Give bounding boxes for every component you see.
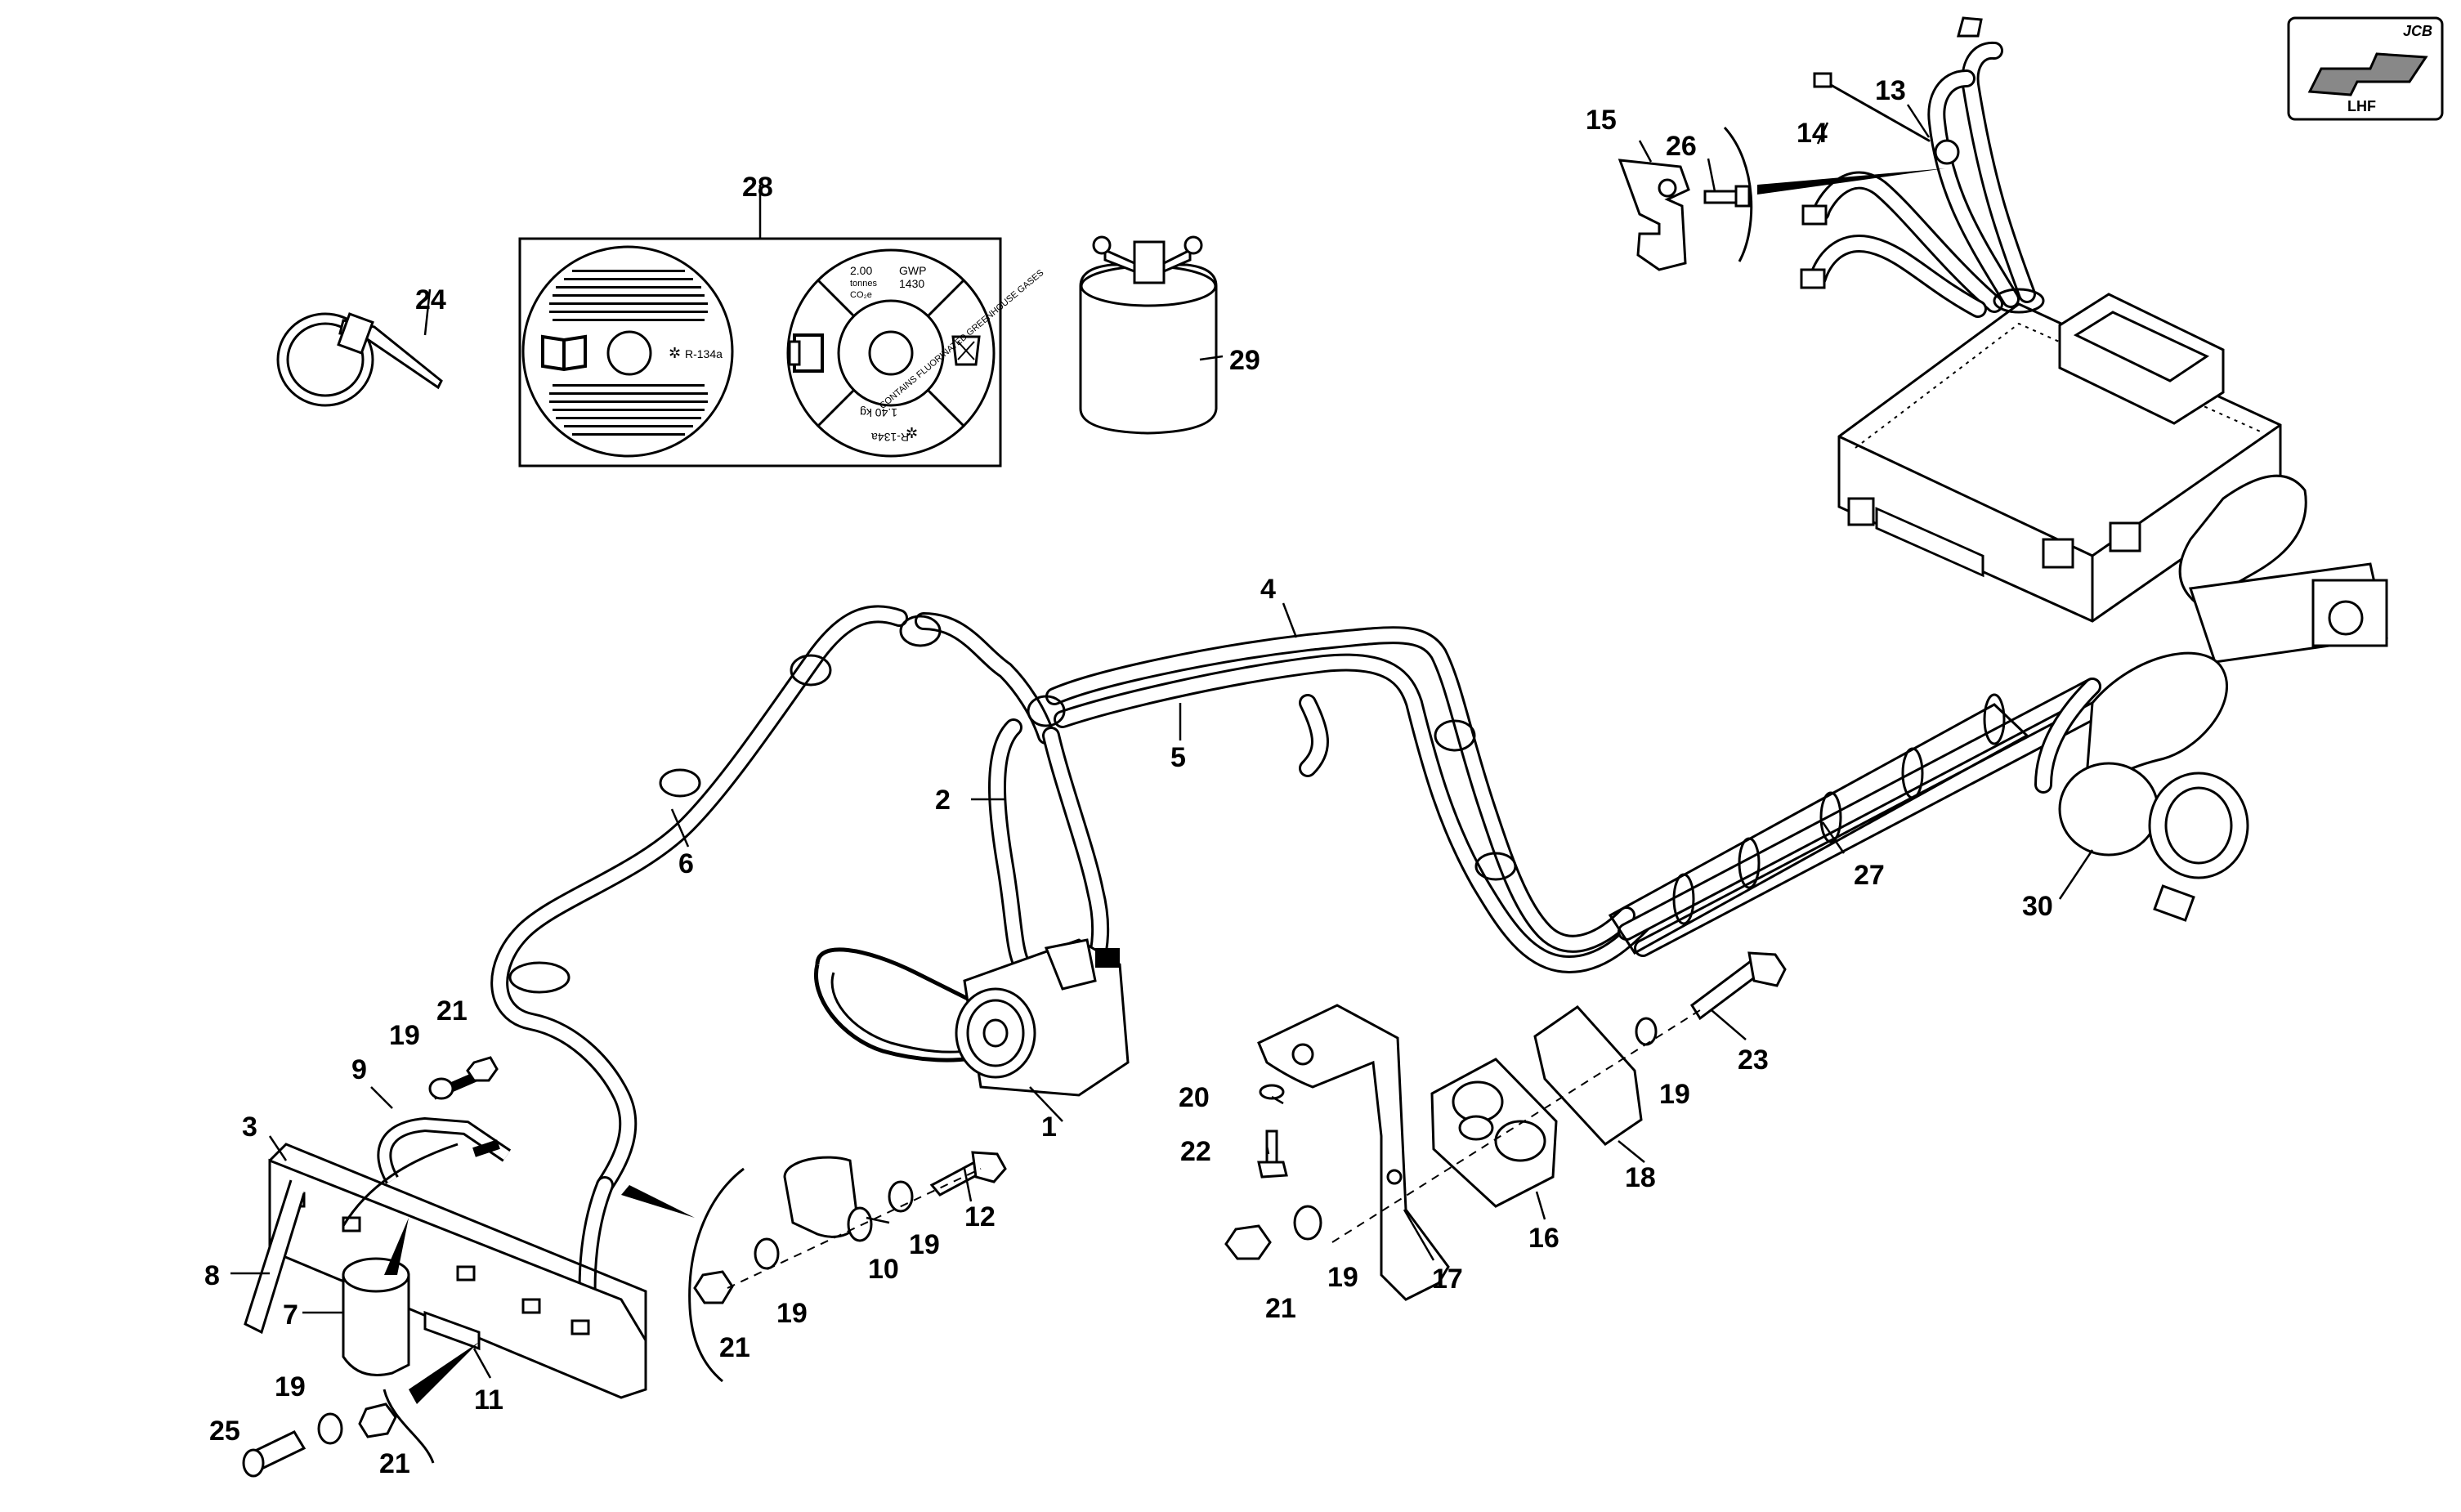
callout-20: 20: [1179, 1082, 1210, 1113]
callout-4: 4: [1260, 574, 1276, 605]
callout-13: 13: [1875, 75, 1906, 106]
callout-30: 30: [2022, 891, 2053, 922]
callout-19-c: 19: [776, 1298, 808, 1329]
callout-11: 11: [474, 1385, 503, 1416]
callout-23: 23: [1738, 1045, 1769, 1076]
weight-label: 1.40 kg: [860, 406, 897, 419]
callout-19-e: 19: [1327, 1262, 1358, 1293]
orientation-badge: JCB LHF: [2287, 16, 2444, 121]
callout-19-a: 19: [389, 1020, 420, 1051]
callout-22: 22: [1180, 1136, 1211, 1167]
callout-14: 14: [1797, 118, 1828, 149]
manual-book-icon: [541, 334, 587, 372]
callout-21-c: 21: [1265, 1293, 1296, 1324]
refrigerant-hoses: [490, 605, 1652, 1325]
hvac-unit: [1837, 293, 2388, 664]
co2e-label: CO₂e: [850, 290, 872, 300]
mounting-rail: [244, 1069, 647, 1464]
callout-21-b: 21: [719, 1332, 750, 1363]
callout-25: 25: [209, 1416, 240, 1447]
callout-26: 26: [1666, 131, 1697, 162]
detail-inset-clip: [621, 1151, 1007, 1383]
gwp-value: 1430: [899, 277, 924, 290]
refrigerant-label-assembly: ✲ R-134a 2.00 tonnes CO₂e GWP 1430 CONTA…: [518, 237, 1045, 467]
callout-16: 16: [1528, 1223, 1559, 1254]
bottom-fasteners: [242, 1056, 499, 1478]
brand-logo-text: JCB: [2403, 23, 2432, 39]
callout-17: 17: [1432, 1264, 1463, 1295]
callout-7: 7: [283, 1300, 298, 1331]
callout-9: 9: [351, 1054, 367, 1085]
refrigerant-bottle: [1079, 235, 1218, 435]
pipe-bundle: [1608, 678, 2118, 957]
callout-28: 28: [742, 172, 773, 203]
ac-compressor: [814, 938, 1130, 1097]
callout-10: 10: [868, 1254, 899, 1285]
callout-3: 3: [242, 1112, 257, 1143]
orientation-label: LHF: [2347, 98, 2376, 114]
callout-19-d: 19: [1659, 1079, 1690, 1110]
callout-5: 5: [1170, 742, 1186, 773]
callout-labels: 1 2 3 4 5 6 7 8 9 10 11 12 13 14 15 16 1…: [204, 75, 2053, 1479]
callout-29: 29: [1229, 345, 1260, 376]
callout-19-f: 19: [275, 1371, 306, 1402]
gwp-label: GWP: [899, 264, 926, 277]
callout-6: 6: [678, 848, 694, 879]
leader-lines: [230, 104, 2094, 1379]
callout-8: 8: [204, 1260, 220, 1291]
callout-21-d: 21: [379, 1448, 410, 1479]
charge-unit: tonnes: [850, 279, 878, 289]
blower-filter: [2034, 651, 2249, 922]
callout-27: 27: [1854, 860, 1885, 891]
callout-15: 15: [1586, 105, 1617, 136]
callout-21-a: 21: [436, 995, 468, 1027]
bracket-assembly: [1224, 951, 1787, 1301]
snowflake-icon-right: ✲: [906, 425, 918, 441]
callout-19-b: 19: [909, 1229, 940, 1260]
cable-tie: [276, 312, 443, 407]
recycle-bin-icon: [951, 335, 981, 366]
callout-1: 1: [1041, 1112, 1057, 1143]
refrigerant-can-icon: [788, 333, 824, 373]
callout-18: 18: [1625, 1162, 1656, 1193]
callout-2: 2: [935, 785, 951, 816]
refrigerant-type-right: R-134a: [871, 431, 909, 444]
callout-24: 24: [415, 284, 446, 315]
evaporator-hoses: [1800, 16, 2045, 318]
refrigerant-type-left: R-134a: [685, 347, 723, 360]
detail-inset-bracket: [1618, 126, 1945, 271]
charge-mass: 2.00: [850, 264, 872, 277]
callout-12: 12: [964, 1201, 996, 1232]
snowflake-icon: ✲: [669, 345, 681, 361]
